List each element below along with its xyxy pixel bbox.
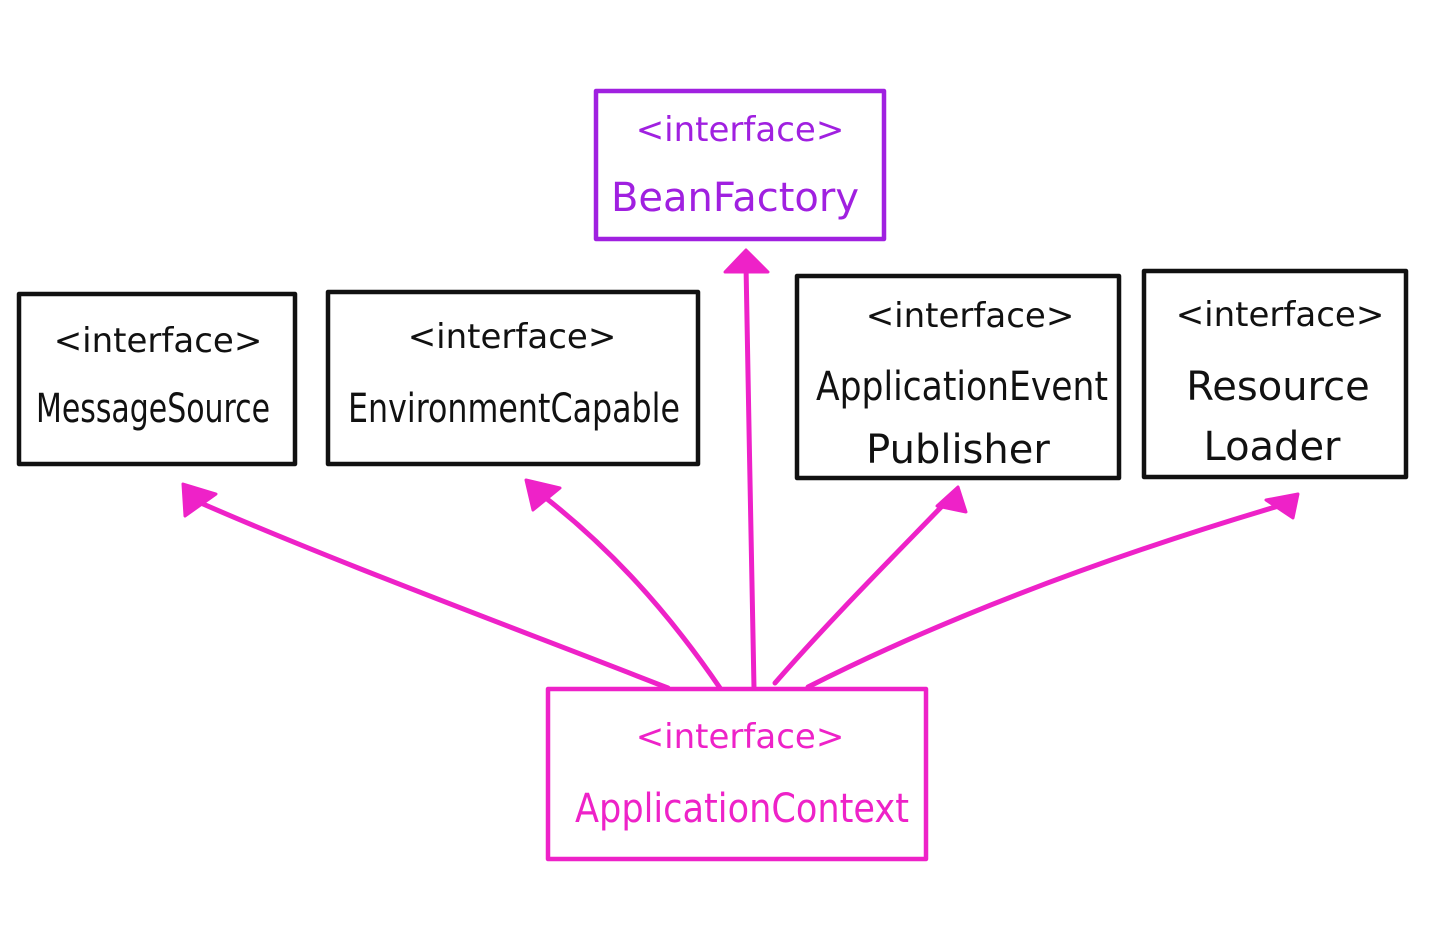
arrow-head [181, 482, 218, 518]
node-bean-factory: <interface> BeanFactory [593, 88, 887, 242]
box-application-event-publisher [794, 273, 1122, 481]
arrow-to-environment-capable [524, 478, 723, 691]
stereotype-label: <interface> [1176, 295, 1385, 335]
interface-name: BeanFactory [611, 175, 859, 221]
node-environment-capable: <interface> EnvironmentCapable [325, 289, 701, 467]
arrow-line [743, 262, 757, 691]
box-environment-capable [325, 289, 701, 467]
interface-name: ApplicationContext [575, 786, 909, 832]
arrow-to-resource-loader [805, 492, 1300, 690]
interface-name-line-1: ApplicationEvent [816, 364, 1108, 410]
node-message-source: <interface> MessageSource [16, 291, 298, 467]
stereotype-label: <interface> [636, 110, 845, 150]
arrow-head [935, 485, 968, 514]
arrow-head [1264, 492, 1300, 520]
stereotype-label: <interface> [866, 296, 1075, 336]
stereotype-label: <interface> [408, 317, 617, 357]
arrow-line [191, 497, 671, 691]
box-message-source [16, 291, 298, 467]
stereotype-label: <interface> [54, 321, 263, 361]
arrow-line [772, 497, 951, 686]
box-bean-factory [593, 88, 887, 242]
box-resource-loader [1141, 268, 1409, 480]
arrow-to-bean-factory [723, 248, 770, 691]
interface-name-line-1: Resource [1186, 364, 1369, 410]
arrow-to-message-source [181, 482, 671, 691]
node-application-event-publisher: <interface> ApplicationEvent Publisher [794, 273, 1122, 481]
arrow-line [539, 492, 723, 691]
arrows [181, 248, 1300, 691]
node-application-context: <interface> ApplicationContext [545, 686, 929, 862]
interface-name: MessageSource [36, 386, 270, 432]
arrow-head [723, 248, 770, 274]
box-application-context [545, 686, 929, 862]
stereotype-label: <interface> [636, 717, 845, 757]
interface-name-line-2: Publisher [866, 427, 1050, 473]
interface-name: EnvironmentCapable [348, 386, 680, 432]
node-resource-loader: <interface> Resource Loader [1141, 268, 1409, 480]
arrow-line [805, 502, 1285, 690]
arrow-head [524, 478, 562, 512]
interface-name-line-2: Loader [1203, 424, 1341, 470]
arrow-to-application-event-publisher [772, 485, 968, 686]
